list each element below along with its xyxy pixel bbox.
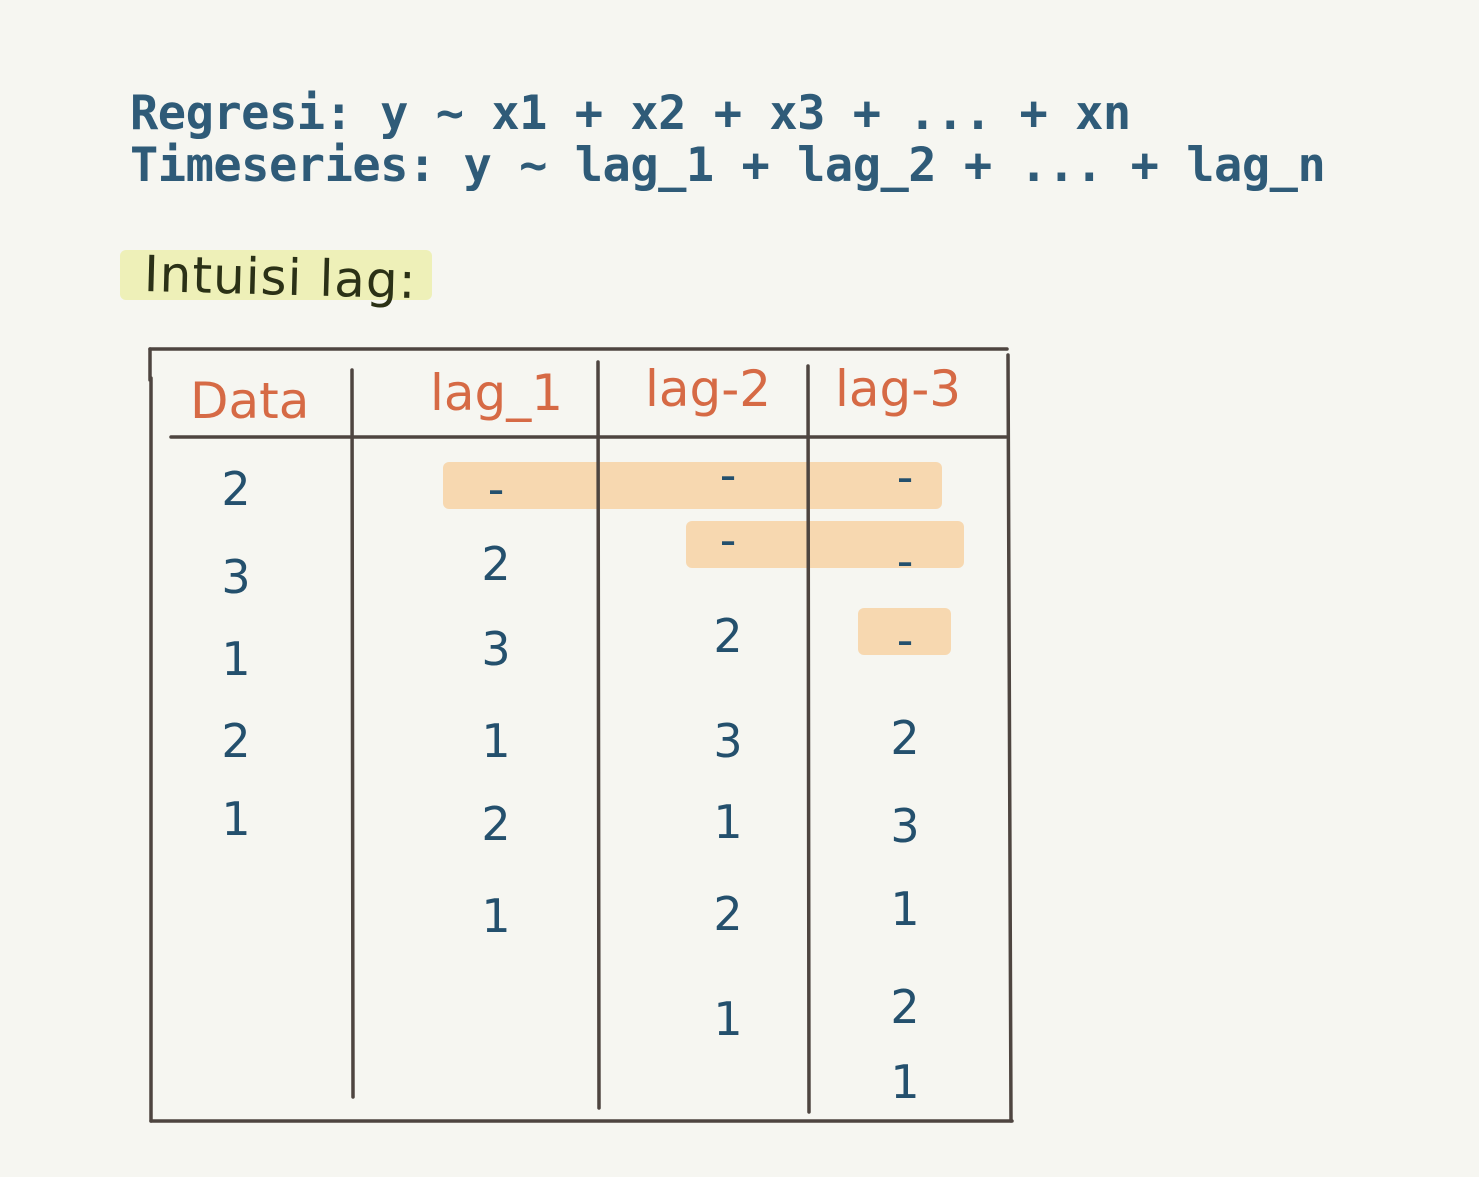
- table-cell-c3-r7: 1: [713, 992, 742, 1046]
- missing-highlight-row-3: [858, 608, 951, 655]
- table-cell-c3-r4: 3: [713, 714, 742, 768]
- table-cell-c1-r3: 1: [221, 632, 250, 686]
- table-cell-c1-r1: 2: [221, 462, 250, 516]
- table-cell-c4-r2: -: [897, 534, 914, 588]
- timeseries-formula: Timeseries: y ~ lag_1 + lag_2 + ... + la…: [130, 138, 1326, 193]
- header-lag-2: lag-2: [645, 360, 771, 418]
- table-cell-c2-r6: 1: [481, 889, 510, 943]
- table-cell-c3-r5: 1: [713, 795, 742, 849]
- table-left-border: [148, 347, 153, 1123]
- label-highlight: [120, 250, 432, 300]
- table-cell-c2-r4: 1: [481, 714, 510, 768]
- table-cell-c4-r4: 2: [890, 711, 919, 765]
- column-divider-3: [806, 364, 811, 1114]
- table-cell-c4-r7: 2: [890, 980, 919, 1034]
- header-lag-1: lag_1: [430, 364, 563, 422]
- table-cell-c4-r3: -: [897, 613, 914, 667]
- table-cell-c2-r3: 3: [481, 622, 510, 676]
- column-divider-1: [350, 368, 355, 1099]
- header-data: Data: [190, 372, 309, 430]
- table-cell-c4-r6: 1: [890, 882, 919, 936]
- table-cell-c2-r2: 2: [481, 537, 510, 591]
- table-cell-c3-r6: 2: [713, 887, 742, 941]
- missing-highlight-row-2: [686, 521, 964, 568]
- regression-formula: Regresi: y ~ x1 + x2 + x3 + ... + xn: [130, 86, 1131, 141]
- table-cell-c2-r5: 2: [481, 797, 510, 851]
- table-cell-c4-r1: -: [897, 450, 914, 504]
- table-cell-c3-r3: 2: [713, 609, 742, 663]
- header-lag-3: lag-3: [835, 360, 961, 418]
- table-cell-c1-r2: 3: [221, 550, 250, 604]
- column-divider-2: [596, 360, 601, 1110]
- table-cell-c4-r8: 1: [890, 1055, 919, 1109]
- table-cell-c3-r2: -: [720, 513, 737, 567]
- table-cell-c1-r5: 1: [221, 792, 250, 846]
- missing-highlight-row-1: [443, 462, 942, 509]
- table-cell-c3-r1: -: [720, 448, 737, 502]
- table-cell-c4-r5: 3: [890, 799, 919, 853]
- table-cell-c2-r1: -: [488, 462, 505, 516]
- table-cell-c1-r4: 2: [221, 714, 250, 768]
- table-right-border: [1006, 353, 1013, 1123]
